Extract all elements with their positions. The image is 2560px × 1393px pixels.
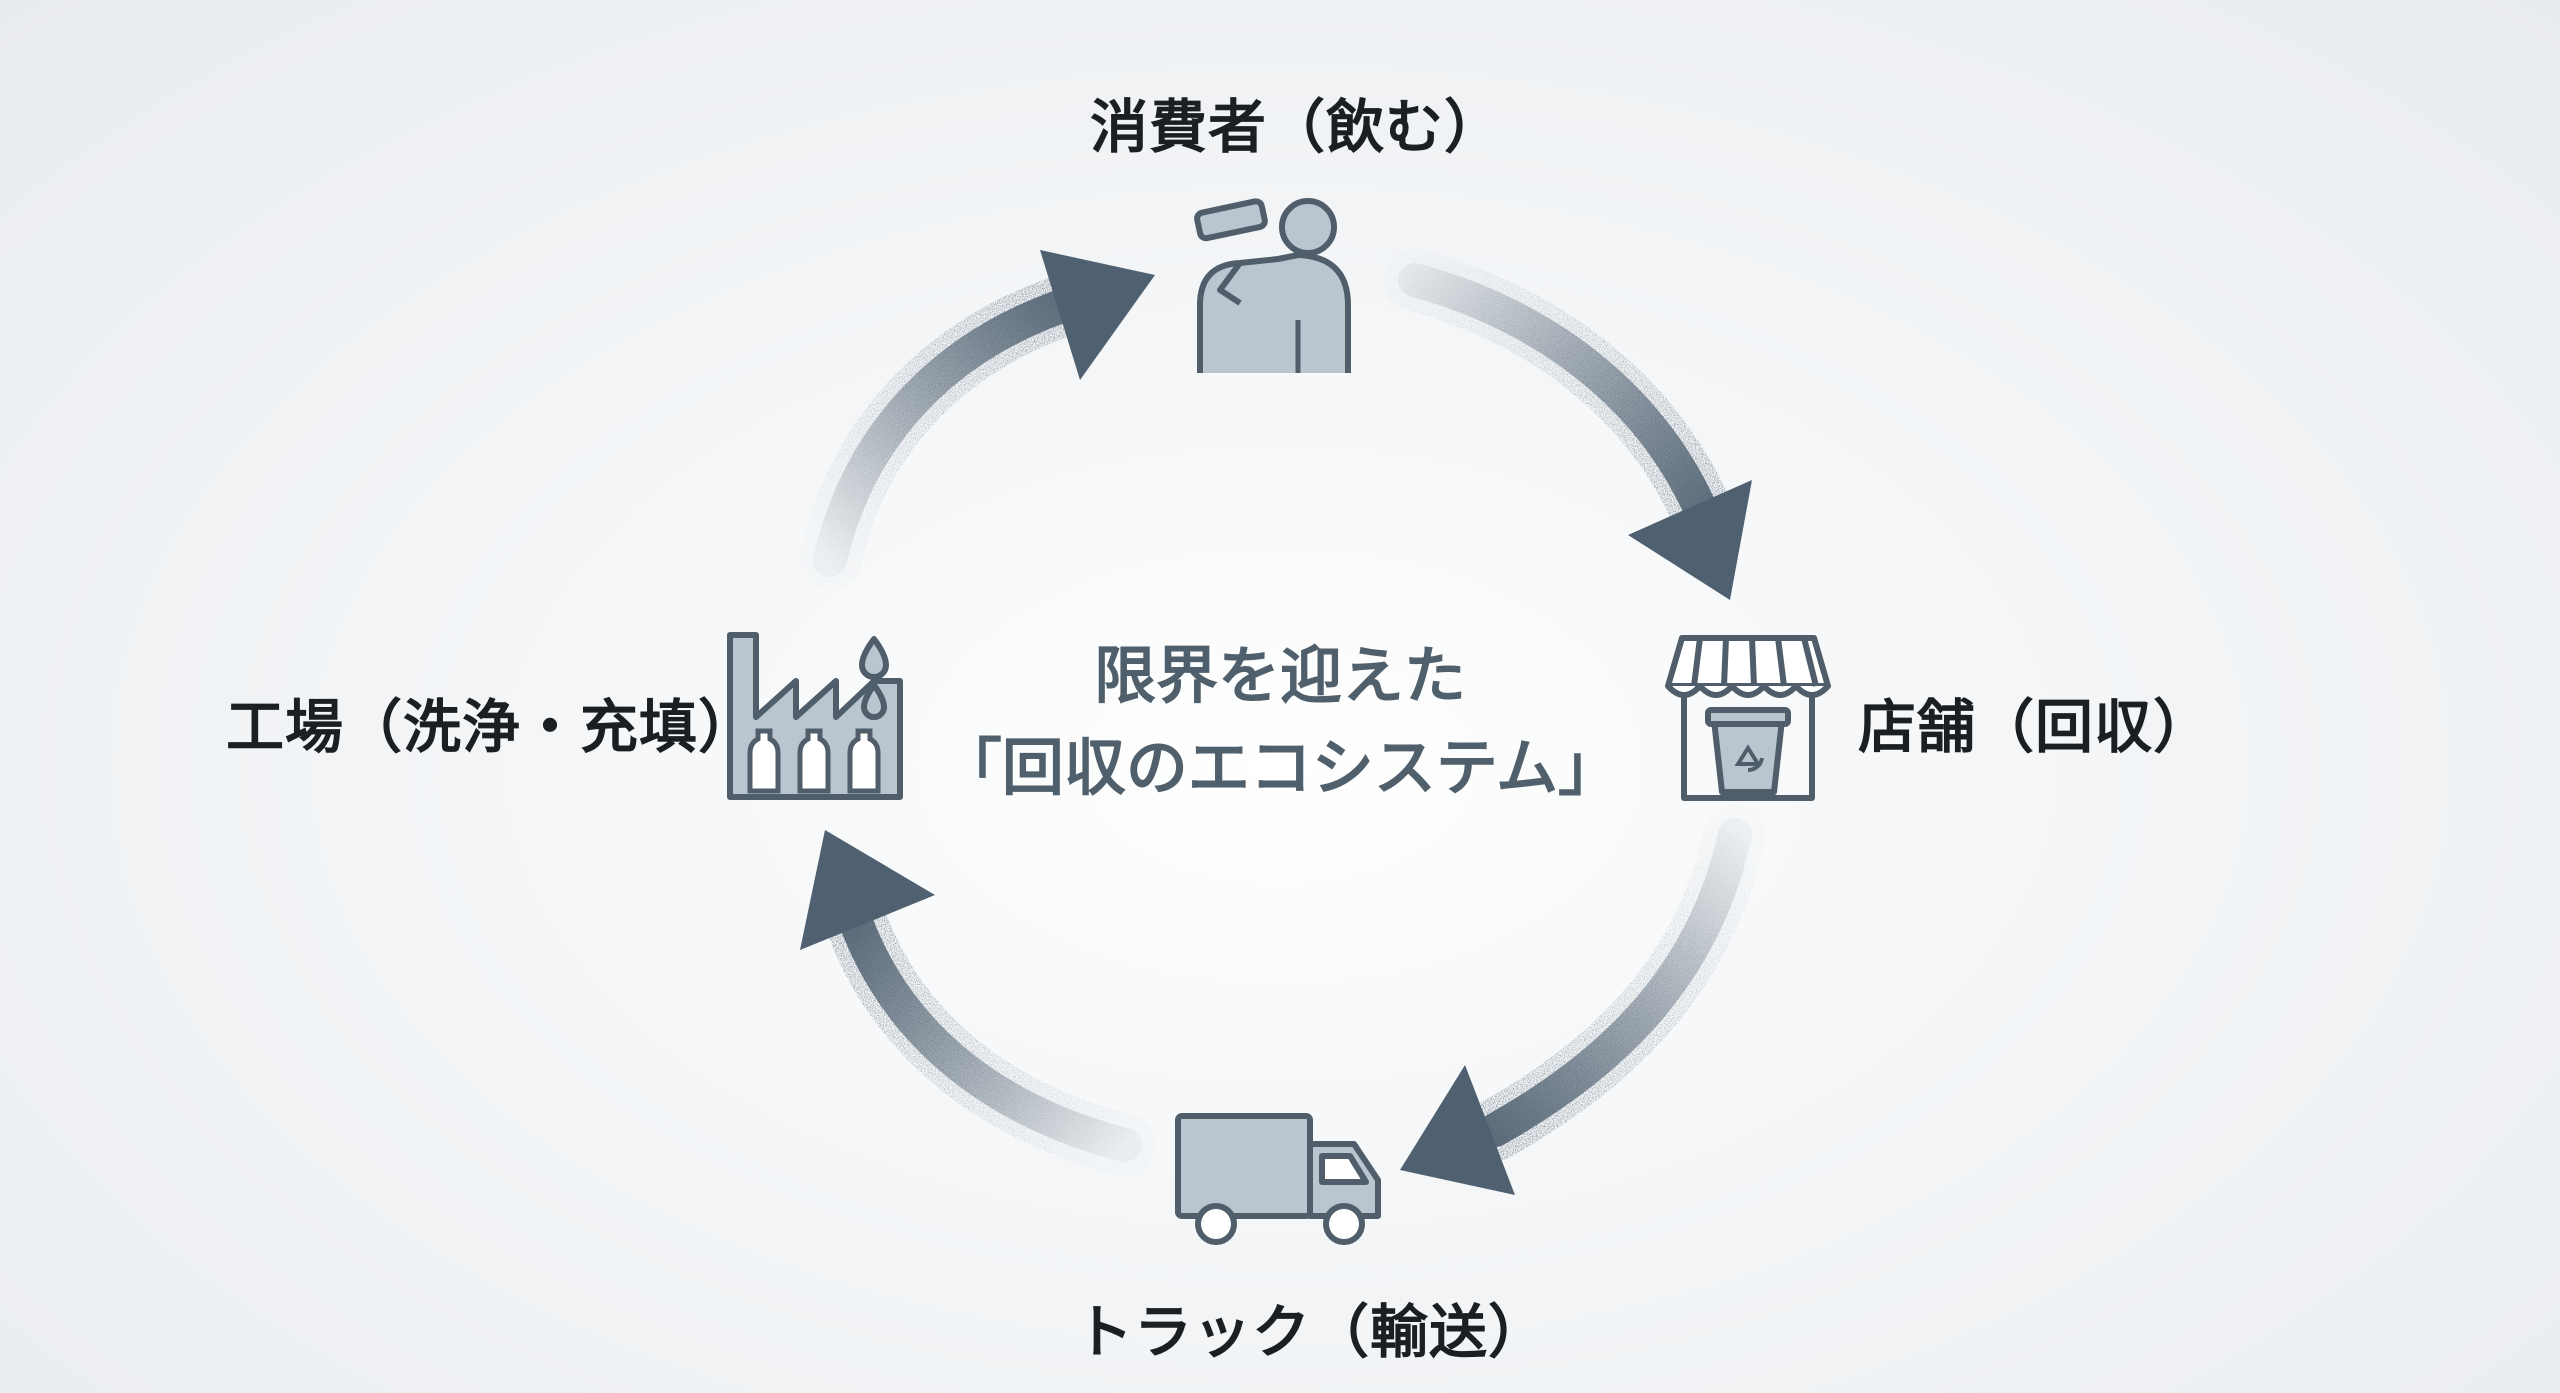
- factory-bottles-icon: [727, 632, 903, 800]
- arrow-store-to-truck: [1400, 804, 1766, 1195]
- recycle-icon: [1734, 744, 1764, 773]
- factory-label: 工場（洗浄・充填）: [226, 693, 758, 761]
- center-title-line1: 限界を迎えた: [1093, 639, 1466, 712]
- truck-label: トラック（輸送）: [1075, 1298, 1548, 1366]
- arrow-factory-to-consumer: [799, 250, 1155, 591]
- arrow-truck-to-factory: [800, 830, 1156, 1176]
- store-recycle-bin-icon: [1665, 635, 1831, 801]
- arrow-consumer-to-store: [1384, 249, 1752, 600]
- consumer-label: 消費者（飲む）: [1090, 93, 1504, 161]
- center-title-line2: 「回収のエコシステム」: [939, 731, 1621, 804]
- truck-icon: [1175, 1113, 1381, 1245]
- store-label: 店舗（回収）: [1858, 693, 2213, 761]
- person-drinking-icon: [1194, 198, 1351, 373]
- center-title: 限界を迎えた 「回収のエコシステム」: [880, 630, 1680, 814]
